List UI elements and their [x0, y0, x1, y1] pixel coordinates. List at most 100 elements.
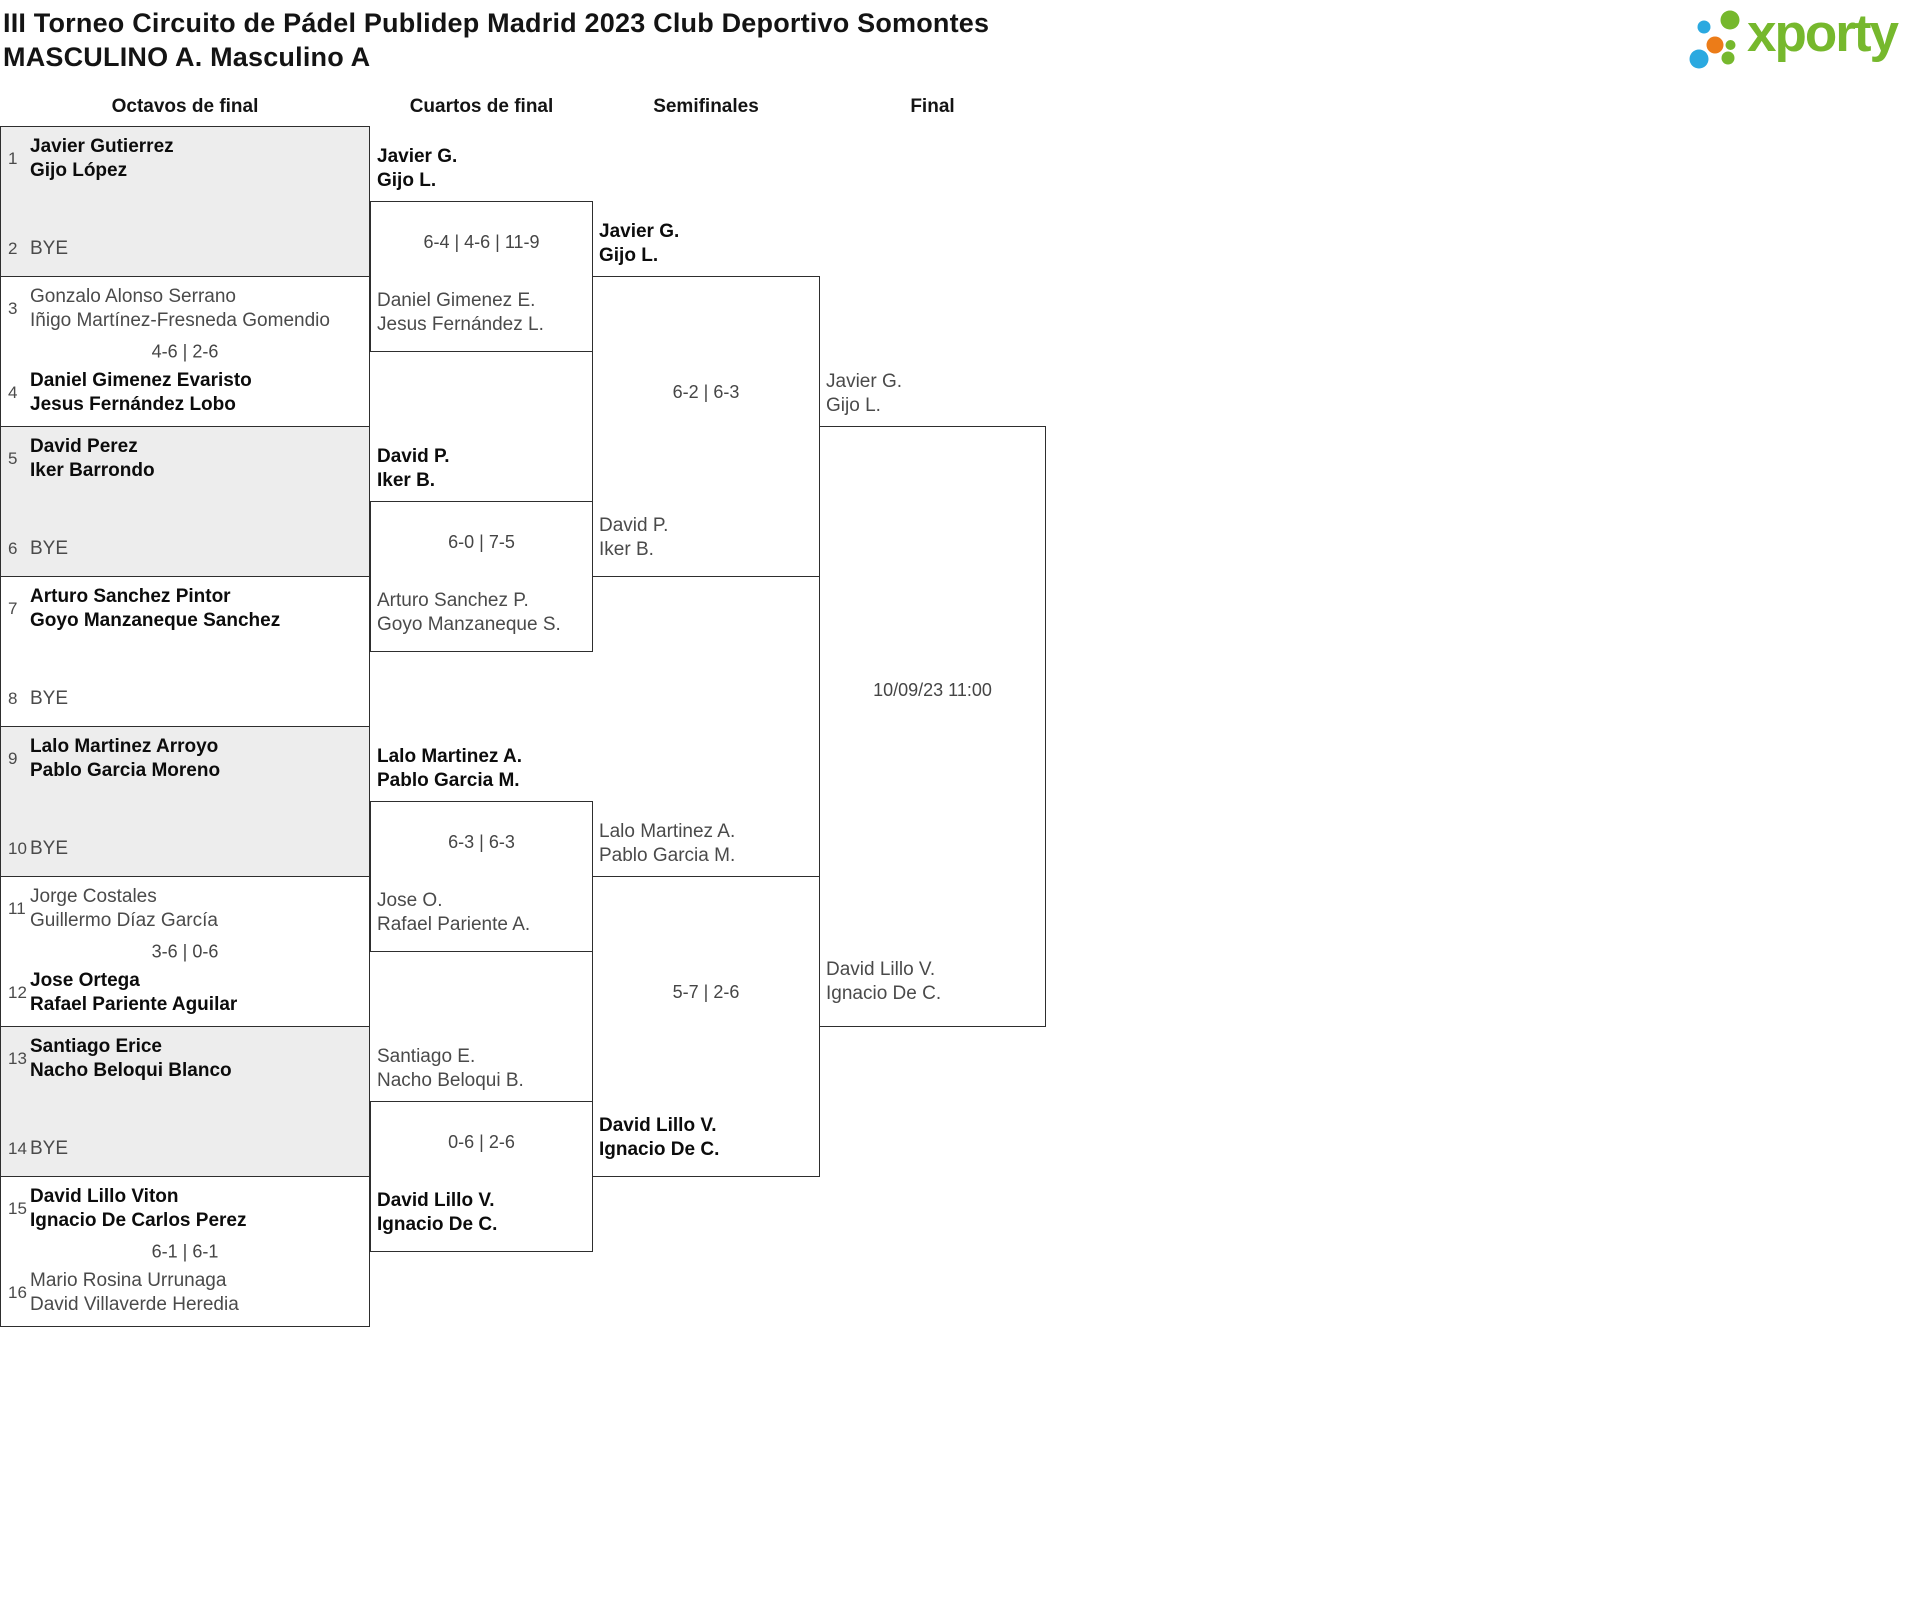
- player-name: Pablo Garcia M.: [377, 770, 520, 791]
- seed-number: 3: [8, 299, 18, 318]
- player-name: BYE: [30, 538, 69, 559]
- player-name: Mario Rosina Urrunaga: [30, 1270, 227, 1291]
- logo-dot: [1689, 49, 1709, 69]
- team-name: BYE: [30, 237, 68, 261]
- team-slot: 6 BYE: [8, 537, 361, 561]
- seed-number: 6: [8, 539, 18, 558]
- player-name: Javier G.: [599, 221, 680, 242]
- player-name: Pablo Garcia Moreno: [30, 760, 221, 781]
- category-title: MASCULINO A. Masculino A: [3, 42, 371, 72]
- player-name: Ignacio De Carlos Perez: [30, 1210, 247, 1231]
- player-name: Iker B.: [599, 539, 654, 560]
- player-name: Jesus Fernández Lobo: [30, 394, 236, 415]
- semifinal-match-2: 5-7 | 2-6 David Lillo V.Ignacio De C.: [592, 876, 820, 1177]
- round-header-octavos: Octavos de final: [111, 96, 259, 117]
- player-name: Nacho Beloqui Blanco: [30, 1060, 232, 1081]
- player-name: Iñigo Martínez-Fresneda Gomendio: [30, 310, 330, 331]
- player-name: Lalo Martinez A.: [377, 746, 522, 767]
- semifinal-1-bottom-team: David P.Iker B.: [599, 514, 668, 562]
- final-schedule: 10/09/23 11:00: [873, 680, 992, 700]
- cuartos-match-4: 0-6 | 2-6 David Lillo V.Ignacio De C.: [370, 1101, 593, 1252]
- player-name: Iker B.: [377, 470, 436, 491]
- semifinal-2-bottom-team: David Lillo V. Ignacio De C.: [599, 1114, 719, 1162]
- player-name: Ignacio De C.: [599, 1139, 720, 1160]
- logo-dot: [1697, 20, 1711, 34]
- seed-number: 9: [8, 749, 18, 768]
- player-name: Santiago Erice: [30, 1036, 162, 1057]
- player-name: Gijo L.: [599, 245, 659, 266]
- player-name: Arturo Sanchez Pintor: [30, 586, 231, 607]
- player-name: David Perez: [30, 436, 138, 457]
- match-score: 0-6 | 2-6: [448, 1132, 515, 1152]
- final-bottom-team: David Lillo V.Ignacio De C.: [826, 958, 941, 1006]
- cuartos-match-1: 6-4 | 4-6 | 11-9 Daniel Gimenez E.Jesus …: [370, 201, 593, 352]
- player-name: Jose O.: [377, 890, 443, 911]
- cuartos-1-top-team: Javier G. Gijo L.: [377, 145, 457, 193]
- player-name: Rafael Pariente Aguilar: [30, 994, 238, 1015]
- player-name: Lalo Martinez A.: [599, 821, 736, 842]
- seed-number: 12: [8, 983, 27, 1002]
- team-name: BYE: [30, 687, 68, 711]
- team-slot: 10 BYE: [8, 837, 361, 861]
- final-match: 10/09/23 11:00 David Lillo V.Ignacio De …: [819, 426, 1046, 1027]
- player-name: Daniel Gimenez E.: [377, 290, 536, 311]
- match-score: 6-0 | 7-5: [448, 532, 515, 552]
- seed-number: 16: [8, 1283, 27, 1302]
- player-name: Goyo Manzaneque Sanchez: [30, 610, 281, 631]
- xporty-logo-text: xporty: [1747, 4, 1899, 63]
- seed-number: 14: [8, 1139, 27, 1158]
- logo-dot: [1706, 36, 1724, 54]
- round-header-final: Final: [910, 96, 955, 117]
- player-name: Jorge Costales: [30, 886, 157, 907]
- player-name: Javier G.: [377, 146, 458, 167]
- player-name: David Lillo Viton: [30, 1186, 179, 1207]
- match-score: 6-1 | 6-1: [151, 1241, 219, 1261]
- player-name: David Villaverde Heredia: [30, 1294, 239, 1315]
- player-name: Arturo Sanchez P.: [377, 590, 529, 611]
- team-slot: 2 BYE: [8, 237, 361, 261]
- player-name: David Lillo V.: [599, 1115, 717, 1136]
- player-name: Ignacio De C.: [377, 1214, 498, 1235]
- player-name: Gijo L.: [377, 170, 437, 191]
- team-slot: 8 BYE: [8, 687, 361, 711]
- player-name: Santiago E.: [377, 1046, 476, 1067]
- page-title: III Torneo Circuito de Pádel Publidep Ma…: [3, 6, 989, 74]
- xporty-logo[interactable]: xporty: [1684, 3, 1899, 71]
- seed-number: 5: [8, 449, 18, 468]
- team-name: BYE: [30, 1137, 68, 1161]
- seed-number: 8: [8, 689, 18, 708]
- logo-dot: [1725, 40, 1736, 50]
- player-name: Jesus Fernández L.: [377, 314, 544, 335]
- seed-number: 4: [8, 383, 18, 402]
- player-name: Lalo Martinez Arroyo: [30, 736, 219, 757]
- cuartos-3-top-team: Lalo Martinez A. Pablo Garcia M.: [377, 745, 522, 793]
- seed-number: 15: [8, 1199, 27, 1218]
- match-score: 3-6 | 0-6: [151, 941, 219, 961]
- tournament-title: III Torneo Circuito de Pádel Publidep Ma…: [3, 8, 990, 38]
- player-name: Gonzalo Alonso Serrano: [30, 286, 236, 307]
- seed-number: 2: [8, 239, 18, 258]
- cuartos-4-bottom-team: David Lillo V.Ignacio De C.: [377, 1189, 497, 1237]
- player-name: Daniel Gimenez Evaristo: [30, 370, 252, 391]
- player-name: Guillermo Díaz García: [30, 910, 218, 931]
